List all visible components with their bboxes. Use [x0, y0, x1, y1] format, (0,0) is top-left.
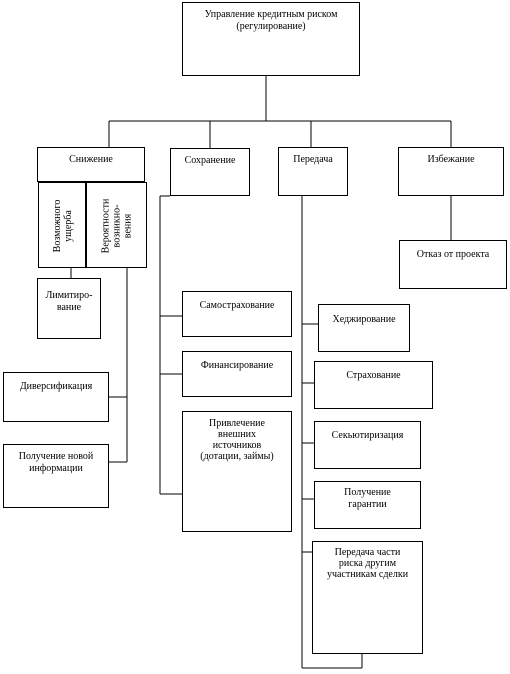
- reduction-item-new-info: Получение новой информации: [3, 444, 109, 508]
- category-reduction-label: Снижение: [69, 154, 113, 165]
- category-retention: Сохранение: [170, 148, 250, 196]
- category-transfer: Передача: [278, 147, 348, 196]
- reduction-item-limiting: Лимитиро- вание: [37, 278, 101, 339]
- transfer-item-guarantee-label: Получение гарантии: [344, 487, 391, 510]
- retention-item-financing: Финансирование: [182, 351, 292, 397]
- transfer-item-hedging: Хеджирование: [318, 304, 410, 352]
- reduction-sub-probability-label: Вероятности возникно- вения: [100, 198, 134, 254]
- retention-item-financing-label: Финансирование: [200, 360, 274, 371]
- transfer-item-guarantee: Получение гарантии: [314, 481, 421, 529]
- retention-item-self-insurance-label: Самострахование: [199, 300, 275, 311]
- category-avoidance-label: Избежание: [427, 154, 475, 165]
- reduction-item-diversification: Диверсификация: [3, 372, 109, 422]
- retention-item-external-label: Привлечение внешних источников (дотации,…: [200, 418, 274, 462]
- transfer-item-partial-label: Передача части риска другим участникам с…: [326, 547, 409, 580]
- reduction-sub-damage-label: Возможного ущерба: [52, 199, 74, 253]
- transfer-item-insurance-label: Страхование: [346, 370, 401, 381]
- reduction-item-limiting-label: Лимитиро- вание: [45, 290, 93, 313]
- transfer-item-insurance: Страхование: [314, 361, 433, 409]
- transfer-item-hedging-label: Хеджирование: [332, 314, 396, 325]
- category-reduction: Снижение: [37, 147, 145, 182]
- root-label: Управление кредитным риском (регулирован…: [204, 9, 338, 32]
- reduction-sub-probability: Вероятности возникно- вения: [86, 182, 147, 268]
- avoidance-item-project-refusal: Отказ от проекта: [399, 240, 507, 289]
- category-avoidance: Избежание: [398, 147, 504, 196]
- retention-item-external: Привлечение внешних источников (дотации,…: [182, 411, 292, 532]
- reduction-item-diversification-label: Диверсификация: [19, 381, 93, 392]
- root-node: Управление кредитным риском (регулирован…: [182, 2, 360, 76]
- category-retention-label: Сохранение: [184, 155, 236, 166]
- transfer-item-partial: Передача части риска другим участникам с…: [312, 541, 423, 654]
- transfer-item-securitization-label: Секьютиризация: [331, 430, 404, 441]
- transfer-item-securitization: Секьютиризация: [314, 421, 421, 469]
- category-transfer-label: Передача: [293, 154, 333, 165]
- reduction-item-new-info-label: Получение новой информации: [18, 451, 94, 474]
- retention-item-self-insurance: Самострахование: [182, 291, 292, 337]
- avoidance-item-project-refusal-label: Отказ от проекта: [416, 249, 490, 260]
- reduction-sub-damage: Возможного ущерба: [38, 182, 86, 268]
